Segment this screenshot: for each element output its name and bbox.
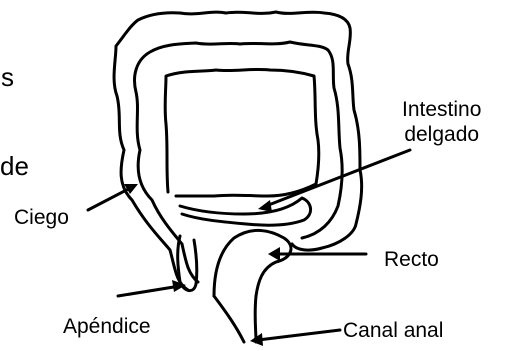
label-canal-anal: Canal anal [343, 320, 443, 341]
label-ciego: Ciego [14, 207, 69, 228]
canal-anal-leader-line [258, 330, 340, 340]
intestino-arrowhead [258, 200, 272, 212]
transverse-colon-inner [165, 69, 319, 196]
label-apendice: Apéndice [63, 316, 151, 337]
label-recto: Recto [384, 249, 439, 270]
recto-arrowhead [268, 247, 280, 261]
label-intestino-line2: delgado [402, 122, 481, 147]
anal-canal-shape [214, 296, 256, 342]
label-intestino-line1: Intestino [402, 97, 481, 122]
rectum-shape [214, 230, 291, 296]
intestino-leader-line [266, 150, 410, 206]
ciego-leader-line [88, 186, 134, 210]
colon-outer-outline [114, 12, 362, 290]
small-intestine-shape [180, 198, 311, 225]
label-fragment-s: s [1, 64, 14, 90]
apendice-leader-line [118, 286, 180, 296]
label-fragment-de: de [0, 153, 29, 179]
label-intestino-delgado: Intestino delgado [402, 97, 481, 147]
